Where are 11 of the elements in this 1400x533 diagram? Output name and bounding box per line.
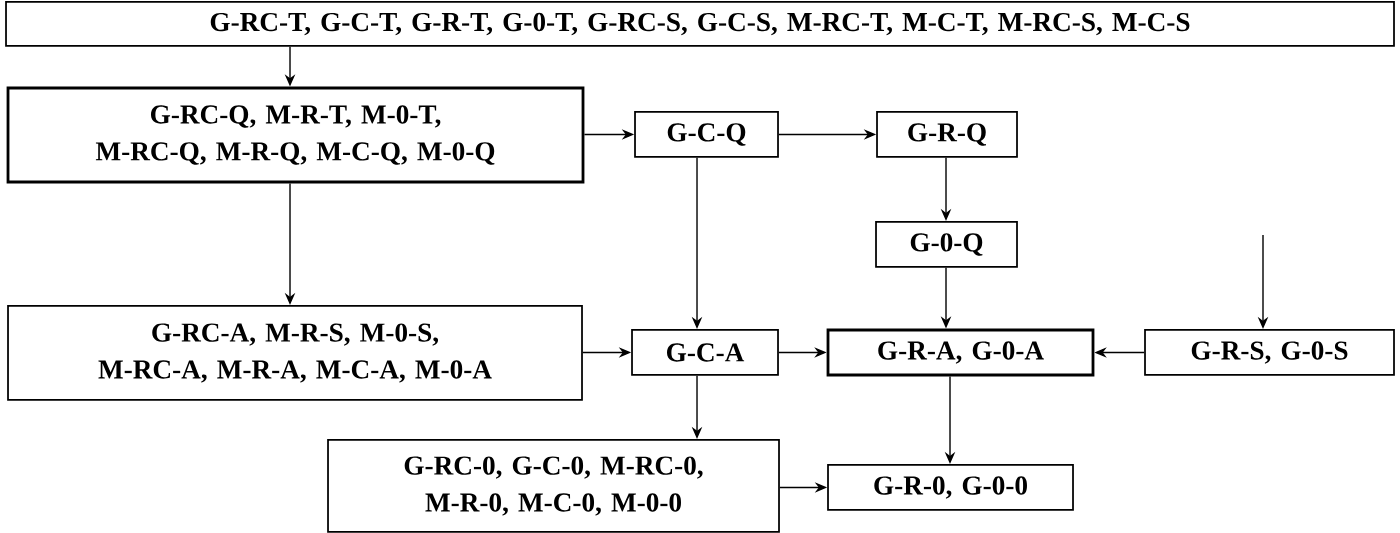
label-box: G-C-A xyxy=(631,329,779,376)
label-box: G-RC-Q, M-R-T, M-0-T, M-RC-Q, M-R-Q, M-C-Q, M-0-Q xyxy=(6,86,585,184)
label-box: G-R-A, G-0-A xyxy=(826,328,1095,377)
label-box: G-RC-0, G-C-0, M-RC-0, M-R-0, M-C-0, M-0-0 xyxy=(327,439,780,533)
label-box: G-R-S, G-0-S xyxy=(1144,329,1395,376)
label-box: G-RC-A, M-R-S, M-0-S, M-RC-A, M-R-A, M-C-A, M-0-A xyxy=(7,305,583,401)
label-box: G-C-Q xyxy=(634,111,779,158)
label-box: G-R-Q xyxy=(876,111,1018,158)
label-box: G-R-0, G-0-0 xyxy=(827,464,1074,511)
label-box: G-RC-T, G-C-T, G-R-T, G-0-T, G-RC-S, G-C-S, M-RC-T, M-C-T, M-RC-S, M-C-S xyxy=(5,1,1395,47)
label-box: G-0-Q xyxy=(875,221,1018,268)
